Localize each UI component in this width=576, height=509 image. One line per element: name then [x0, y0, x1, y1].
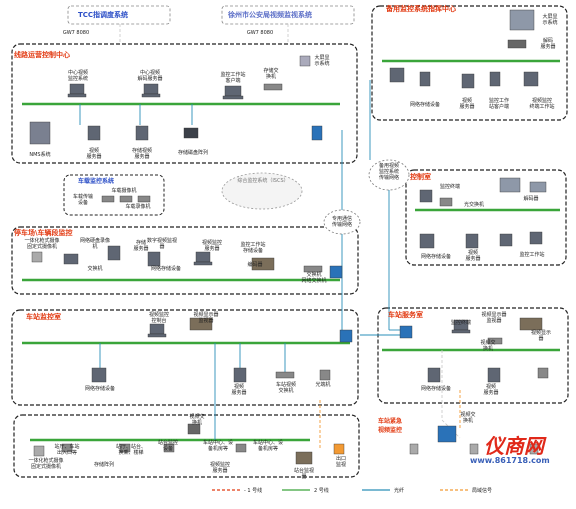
depot-video-server: 视频监控 服务器 — [201, 240, 222, 252]
depot-monitor: 数字视频监视 器 — [146, 238, 177, 250]
station-title: 车站监控室 — [26, 313, 61, 321]
watermark-url: www.861718.com — [470, 456, 550, 465]
backup-client: 视频监控 终端工作站 — [529, 98, 555, 110]
station-service-region — [377, 307, 569, 404]
depot-region — [11, 226, 359, 295]
transport-network-cloud — [323, 209, 361, 235]
tcc-region — [67, 5, 171, 25]
legend-line1: - 1 号线 — [244, 488, 263, 494]
vehicle-item2: 车载摄像机 — [111, 188, 137, 194]
field-decoder-all: 视频监控 服务器 — [209, 462, 230, 474]
field-cam5: 车站中心、设 备机房等 — [202, 440, 233, 452]
watermark-brand: 仪商网 — [484, 434, 544, 458]
vehicle-region — [63, 174, 165, 216]
backup-network-label: 备用视频 监控系统 传输网络 — [378, 163, 399, 181]
station-eq-switch: 视频交 换机 — [460, 412, 476, 424]
field-cam6: 车站中心、设 备机房等 — [252, 440, 283, 452]
station-service-decoder2: 视频显示 器 — [530, 330, 551, 342]
depot-workstation: 监控工作站 存储设备 — [240, 242, 266, 254]
occ-recorder: 存储视频 服务器 — [131, 148, 152, 160]
station-decoder: 视频显示器 监视器 — [193, 312, 219, 324]
occ-storage: 存储磁盘阵列 — [177, 150, 208, 156]
depot-storage: 存储 服务器 — [133, 240, 149, 252]
occ-region — [11, 43, 358, 164]
station-optical: 光端机 — [315, 382, 331, 388]
depot-encoder: 编码器 — [247, 262, 263, 268]
backup-workstation: 监控工作 站客户端 — [488, 98, 509, 110]
iscs-cloud — [221, 172, 303, 210]
station-service-workstation: 监控终端 — [450, 320, 471, 326]
depot-camera-fixed: 一体化枪式摄像 固定式摄像机 — [24, 238, 60, 250]
transport-network-label: 专用通信 传输网络 — [331, 216, 352, 228]
station-storage: 网络存储设备 — [84, 386, 115, 392]
control-room-workstation: 监控终端 — [439, 184, 460, 190]
legend-fiber: 光纤 — [394, 488, 405, 494]
legend-signal: 局域信号 — [472, 488, 493, 494]
control-room-region — [405, 169, 567, 266]
station-service-storage: 网络存储设备 — [420, 386, 451, 392]
field-exit: 出口 监视 — [335, 456, 346, 468]
vehicle-item1: 车载传输 设备 — [72, 194, 93, 206]
depot-switch: 交换机 — [87, 266, 103, 272]
field-region — [13, 414, 360, 478]
field-switch: 视频交 换机 — [189, 414, 205, 426]
field-cam4: 站台监控 设备 — [157, 440, 178, 452]
depot-storage-device: 网络存储设备 — [150, 266, 181, 272]
gateway-right-label: GW7 8080 — [246, 30, 274, 36]
legend-line2: 2 号线 — [314, 488, 329, 494]
station-eq-title: 车站紧急 视频监控 — [378, 418, 403, 434]
depot-net-switch: 交换机 网络交换机 — [301, 272, 327, 284]
field-decoder: 存储阵列 — [93, 462, 114, 468]
occ-video-server: 视频 服务器 — [86, 148, 102, 160]
control-room-storage: 网络存储设备 — [420, 254, 451, 260]
occ-nms: NMS系统 — [29, 152, 51, 158]
backup-storage: 网络存储设备 — [409, 102, 440, 108]
depot-title: 停车场\车辆段监控 — [14, 229, 73, 237]
control-room-client: 监控工作站 — [519, 252, 545, 258]
occ-workstation: 监控工作站 客户端 — [220, 72, 246, 84]
station-service-net-switch: 视频交 换机 — [480, 340, 496, 352]
backup-network-cloud — [368, 159, 410, 191]
backup-big-screen: 大屏显 示系统 — [542, 14, 558, 26]
police-system-label: 徐州市公安局视频监视系统 — [228, 11, 312, 19]
occ-switch: 存储交 换机 — [263, 68, 279, 80]
backup-video-server: 视频 服务器 — [459, 98, 475, 110]
station-service-server: 视频 服务器 — [483, 384, 499, 396]
station-service-decoder: 视频显示器 监视器 — [481, 312, 507, 324]
occ-big-screen: 大屏显 示系统 — [314, 55, 330, 67]
control-room-net-switch: 光交换机 — [463, 202, 484, 208]
tcc-system-label: TCC指调度系统 — [78, 11, 129, 19]
field-cam2: 站厅、车站 出入口等 — [54, 444, 80, 456]
backup-title: 备用监控系统指挥中心 — [386, 5, 456, 13]
vehicle-item3: 车载录像机 — [125, 204, 151, 210]
iscs-label: 综合监控系统（ISCS） — [237, 178, 289, 184]
occ-center-decoder: 中心视频 解码服务器 — [137, 70, 163, 82]
station-server: 视频 服务器 — [231, 384, 247, 396]
field-cam3: 站厅、站台、 换乘、楼梯 — [115, 444, 146, 456]
backup-region — [371, 5, 568, 121]
vehicle-title: 车载监控系统 — [78, 178, 115, 185]
field-platform: 站台监视 器 — [293, 468, 314, 480]
station-switch: 车站视频 交换机 — [275, 382, 296, 394]
occ-title: 线路运营控制中心 — [14, 51, 70, 59]
backup-decoder: 解码 服务器 — [540, 38, 556, 50]
station-control: 视频监控 控制台 — [148, 312, 169, 324]
control-room-video-server: 视频 服务器 — [465, 250, 481, 262]
occ-center-video-server: 中心视频 监控系统 — [67, 70, 88, 82]
depot-nvr: 网络硬盘录像 机 — [79, 238, 110, 250]
control-room-title: 控制室 — [410, 173, 431, 181]
field-cam1: 一体化枪式摄像 固定式摄像机 — [28, 458, 64, 470]
station-service-title: 车站服务室 — [388, 311, 423, 319]
gateway-left-label: GW7 8080 — [62, 30, 90, 36]
station-region — [11, 309, 359, 406]
control-room-decoder: 解码器 — [523, 196, 539, 202]
